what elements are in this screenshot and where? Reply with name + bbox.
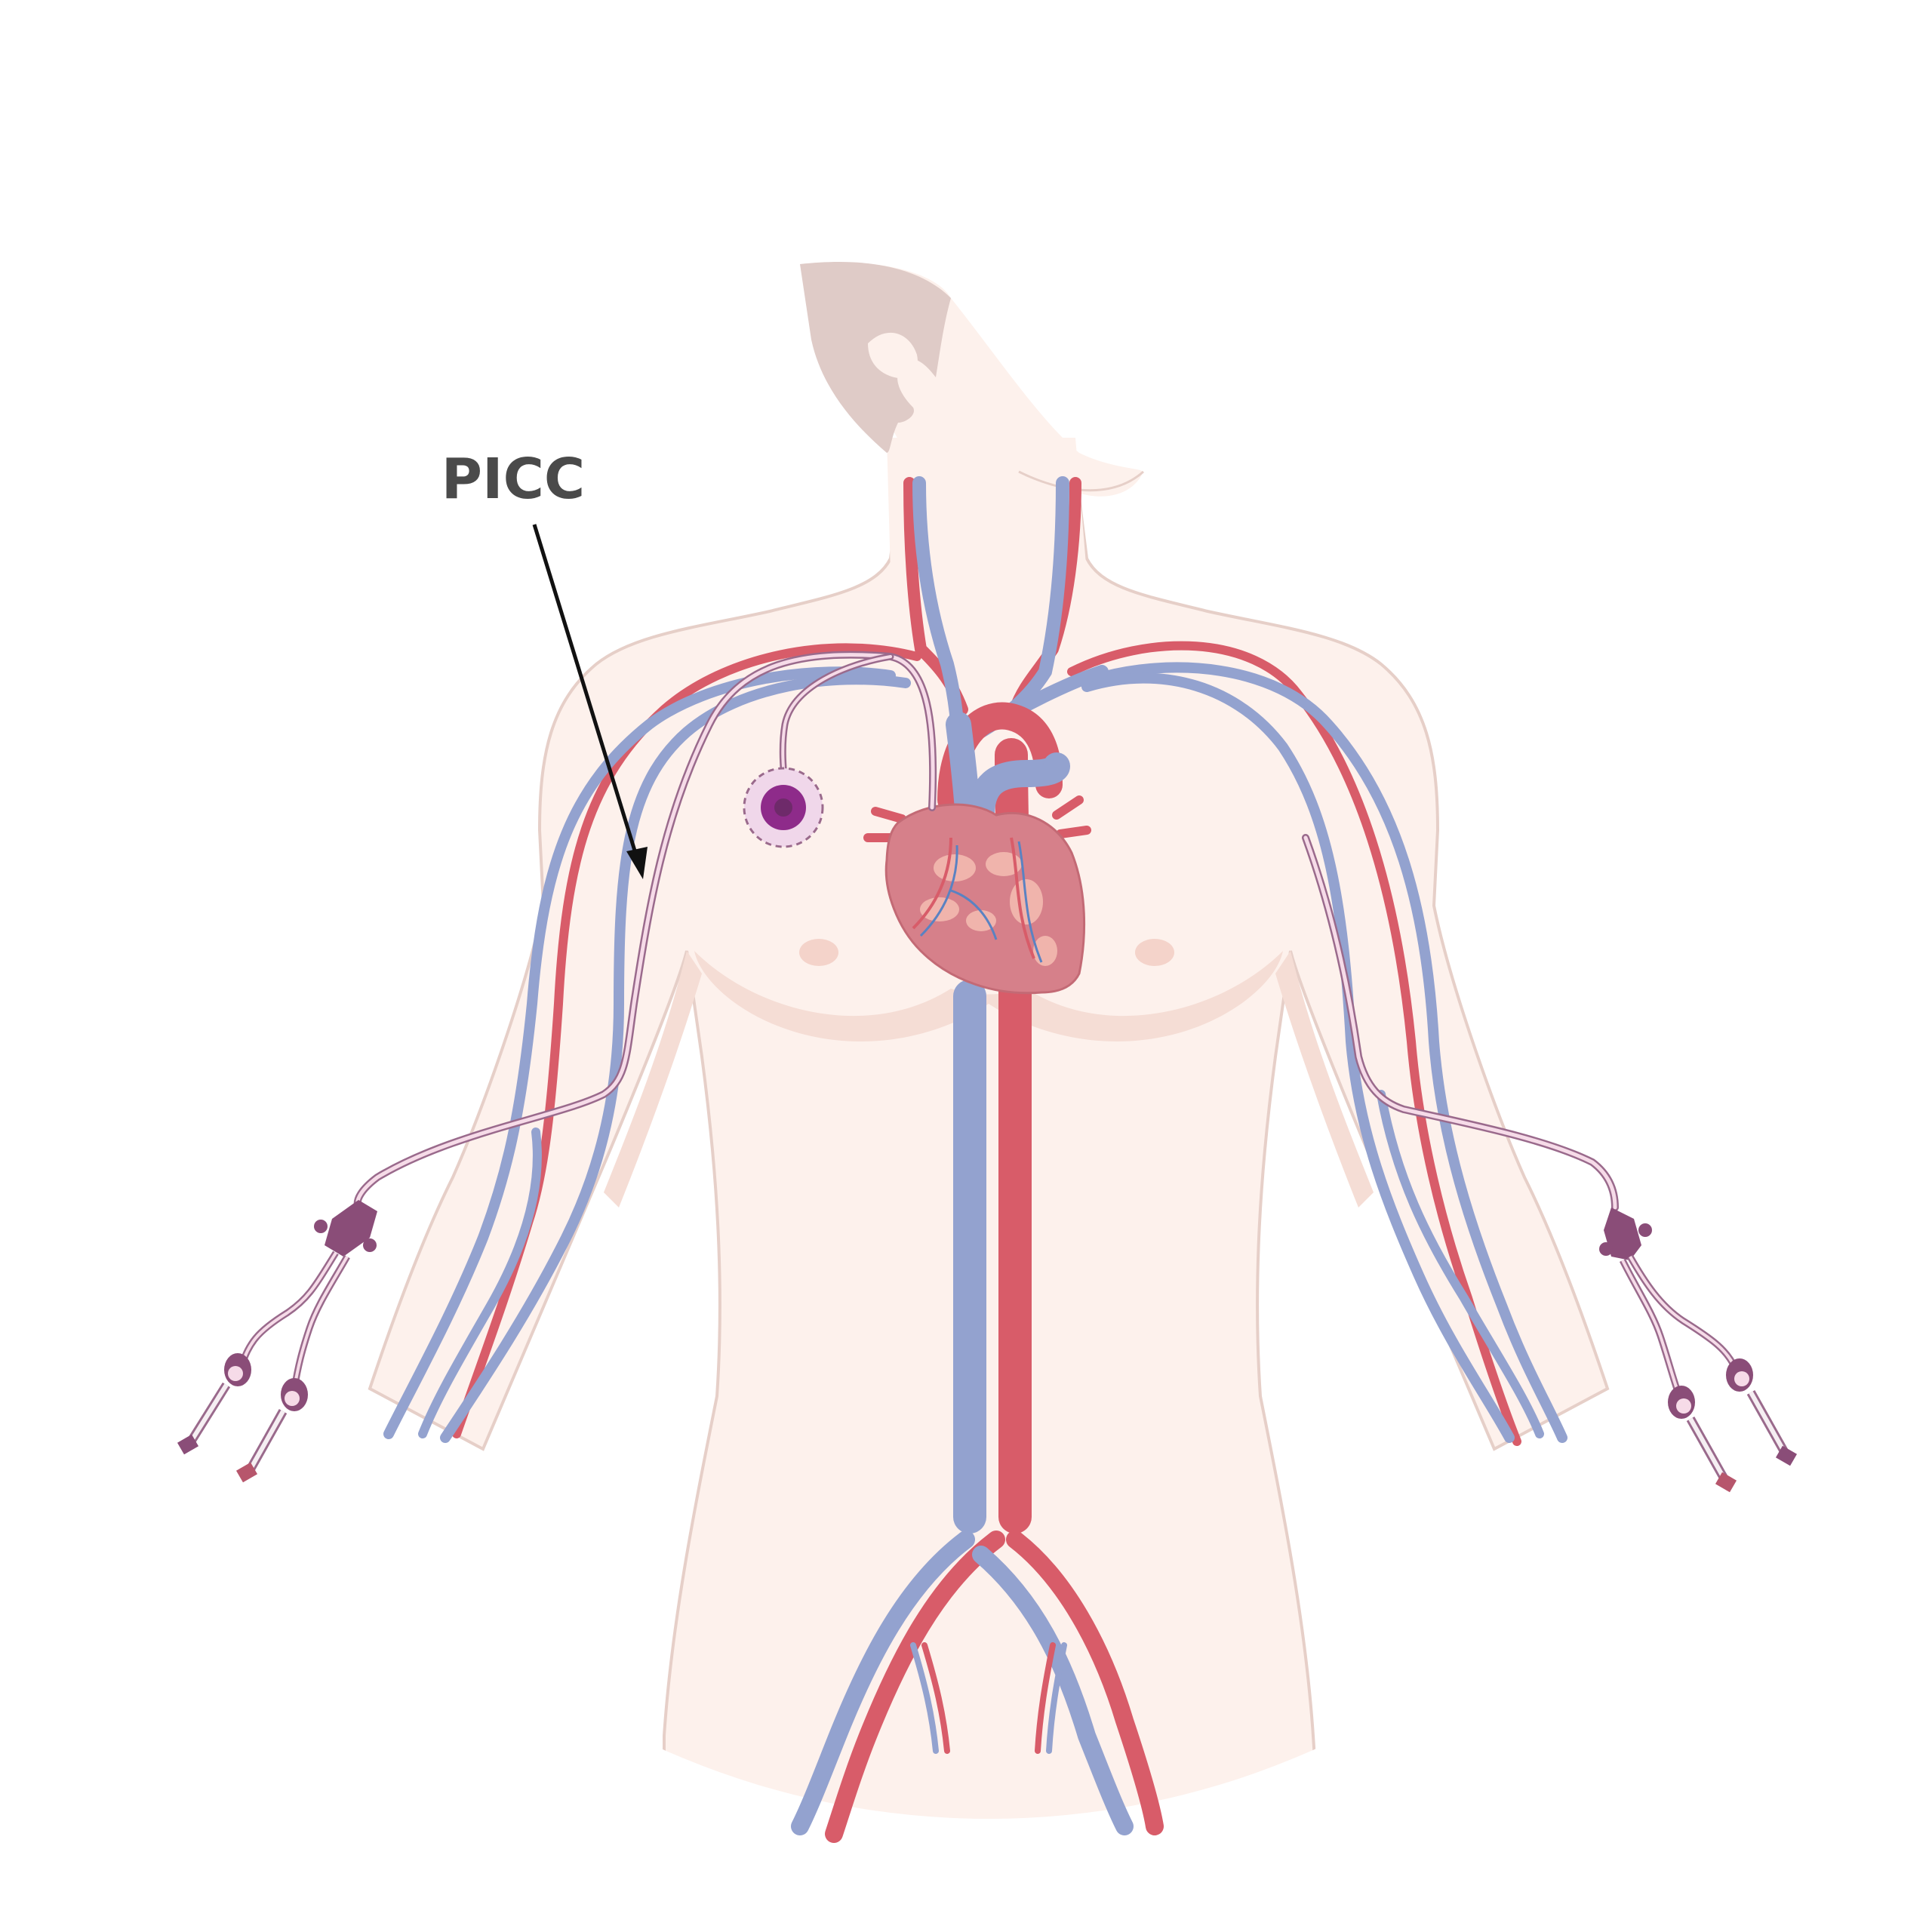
right-lumen-1-tube-fill: [1621, 1260, 1681, 1397]
right-connector-1-fill: [1688, 1417, 1727, 1481]
left-lumen-1-tube-fill: [240, 1251, 337, 1367]
right-arm-shadow: [1275, 951, 1374, 1208]
left-clamp-1-inner: [228, 1366, 243, 1381]
left-pulmonary-stub-1: [871, 807, 906, 823]
left-lumen-1-tube: [238, 1251, 339, 1367]
coronary-artery-2: [1010, 837, 1035, 959]
right-hub-wing-2: [1638, 1223, 1652, 1237]
left-nipple: [799, 939, 838, 966]
right-hub-wing-1: [1599, 1242, 1613, 1256]
heart-highlight-4: [920, 897, 959, 921]
left-arm-artery: [452, 643, 921, 1438]
picc-label: PICC: [441, 447, 585, 512]
right-internal-iliac-vein: [1046, 1642, 1067, 1754]
coronary-artery-1: [912, 837, 952, 930]
picc-annotation: PICC: [441, 447, 648, 879]
ear: [868, 332, 918, 379]
implanted-port: [743, 767, 824, 848]
picc-arrow-line: [532, 524, 640, 861]
left-iliac-artery: [825, 1531, 1005, 1843]
right-cap-2: [1775, 1445, 1798, 1466]
left-connector-1-fill: [186, 1383, 229, 1447]
right-lumen-1-tube: [1619, 1258, 1683, 1398]
right-iliac-artery: [1006, 1531, 1164, 1835]
coronary-vein-2: [1017, 841, 1043, 963]
left-internal-iliac-artery: [921, 1642, 950, 1754]
chest-shadow: [694, 951, 1283, 1041]
left-hub-body: [325, 1200, 377, 1257]
catheters: [353, 651, 1619, 1211]
heart-highlight-1: [934, 854, 976, 881]
torso-figure: [368, 466, 1610, 1819]
right-lumen-2-tube: [1627, 1254, 1740, 1371]
torso-skin: [368, 466, 1610, 1819]
left-hub-wing-1: [314, 1220, 328, 1233]
right-nipple: [1135, 939, 1174, 966]
right-iliac-vein: [972, 1546, 1134, 1835]
heart-highlight-5: [966, 910, 996, 931]
right-picc-line: [1303, 835, 1617, 1210]
right-pulmonary-stub-1: [1052, 795, 1084, 820]
pulmonary-artery: [968, 752, 1070, 829]
right-clamp-1-inner: [1676, 1398, 1691, 1414]
right-catheter-hub: [1599, 1208, 1798, 1493]
heart: [884, 803, 1086, 995]
left-lumen-2-tube-fill: [293, 1256, 349, 1389]
right-pulmonary-stub-2: [1056, 826, 1091, 838]
left-clamp-2-inner: [285, 1391, 300, 1406]
right-lumen-2-tube-fill: [1629, 1256, 1737, 1371]
left-arm-vein-lower: [418, 1128, 542, 1438]
heart-highlight-2: [986, 852, 1022, 876]
left-catheter-hub: [177, 1200, 377, 1483]
left-connector-2-fill: [247, 1410, 285, 1473]
right-cap-1: [1715, 1472, 1737, 1493]
left-iliac-vein: [791, 1531, 975, 1835]
left-internal-iliac-vein: [910, 1642, 939, 1754]
right-internal-iliac-artery: [1035, 1642, 1056, 1754]
port-center: [774, 798, 792, 817]
right-arm-vein-lower: [1377, 1090, 1544, 1438]
coronary-vein-3: [950, 889, 998, 940]
left-arm-vein-outer: [383, 666, 896, 1439]
left-arm-vein-inner: [440, 674, 911, 1443]
coronary-vein-1: [919, 844, 958, 937]
port-line: [781, 655, 892, 786]
right-clamp-2-inner: [1734, 1371, 1749, 1386]
picc-arrow-head: [626, 847, 648, 879]
left-cap-2: [235, 1462, 258, 1483]
right-connector-2-fill: [1749, 1391, 1787, 1454]
left-cap-1: [177, 1434, 199, 1455]
left-hub-wing-2: [363, 1238, 377, 1252]
jaw-line: [1018, 470, 1144, 492]
left-arm-shadow: [604, 951, 702, 1208]
right-arm-vein-outer: [1089, 662, 1567, 1443]
right-hub-body: [1604, 1208, 1641, 1260]
